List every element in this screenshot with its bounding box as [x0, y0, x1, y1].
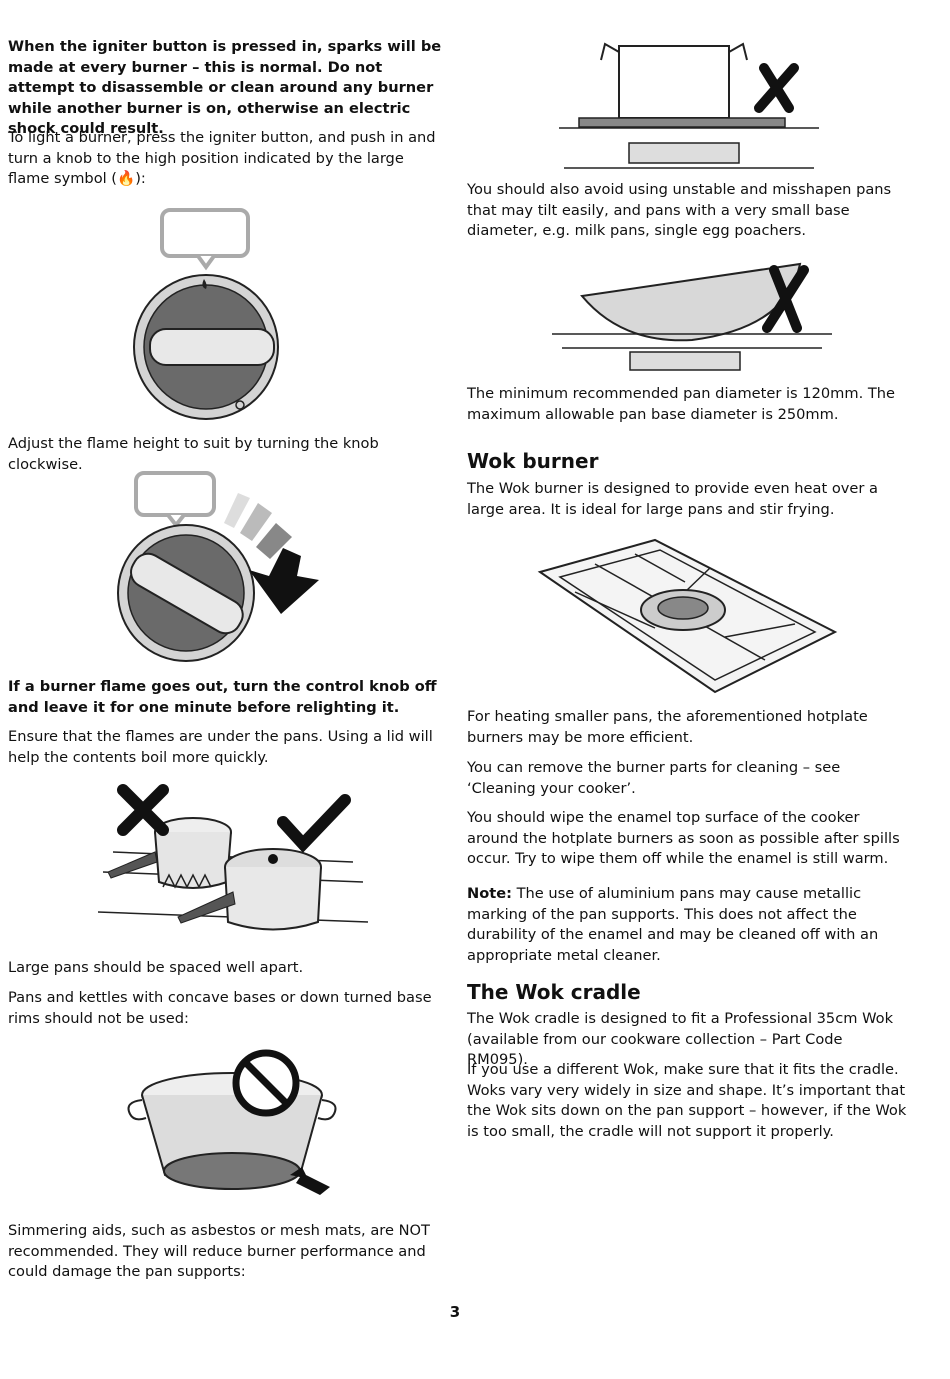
- overhanging-pan-illustration: [559, 38, 819, 178]
- remove-parts-text: You can remove the burner parts for clea…: [467, 759, 841, 797]
- wok-burner-text: The Wok burner is designed to provide ev…: [467, 480, 878, 518]
- wok-cradle-text: The Wok cradle is designed to fit a Prof…: [467, 1010, 894, 1068]
- note-text: The use of aluminium pans may cause meta…: [467, 885, 879, 964]
- page-number: 3: [449, 1303, 461, 1321]
- pan-diameter-text: The minimum recommended pan diameter is …: [467, 385, 895, 423]
- flames-under-pans-text: Ensure that the flames are under the pan…: [8, 728, 433, 766]
- wipe-enamel-text: You should wipe the enamel top surface o…: [467, 809, 900, 867]
- light-burner-instruction: To light a burner, press the igniter but…: [8, 129, 436, 187]
- note-label: Note:: [467, 885, 512, 902]
- wok-burner-heading: Wok burner: [467, 449, 599, 473]
- wok-cradle-heading: The Wok cradle: [467, 980, 641, 1004]
- different-wok-text: If you use a different Wok, make sure th…: [467, 1061, 907, 1140]
- adjust-flame-text: Adjust the flame height to suit by turni…: [8, 435, 379, 473]
- igniter-warning: When the igniter button is pressed in, s…: [8, 38, 442, 137]
- flame-out-warning: If a burner flame goes out, turn the con…: [8, 678, 437, 716]
- note-paragraph: Note: The use of aluminium pans may caus…: [467, 884, 907, 966]
- concave-bases-text: Pans and kettles with concave bases or d…: [8, 989, 432, 1027]
- flame-symbol-icon: 🔥: [117, 170, 136, 187]
- smaller-pans-text: For heating smaller pans, the aforementi…: [467, 708, 868, 746]
- knob-high-illustration: [128, 205, 298, 425]
- knob-turn-illustration: [108, 468, 338, 668]
- tilted-pan-illustration: [552, 258, 832, 378]
- simmering-aids-text: Simmering aids, such as asbestos or mesh…: [8, 1222, 430, 1280]
- wok-burner-illustration: [535, 532, 840, 702]
- pans-on-burners-illustration: [93, 782, 373, 952]
- spaced-apart-text: Large pans should be spaced well apart.: [8, 959, 304, 976]
- concave-pan-illustration: [120, 1045, 350, 1205]
- avoid-unstable-text: You should also avoid using unstable and…: [467, 181, 892, 239]
